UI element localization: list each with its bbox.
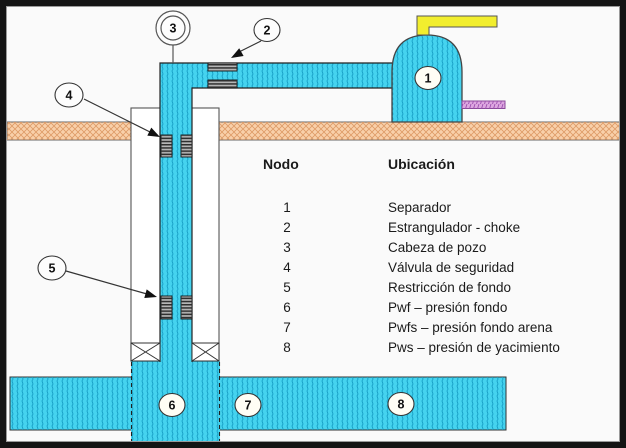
node-label-4: 4 — [66, 89, 73, 103]
node-label-2: 2 — [264, 24, 271, 38]
node-circle-separator: 1 — [414, 65, 442, 91]
arrow-node2-to-choke — [231, 40, 262, 58]
legend-node-location: Estrangulador - choke — [388, 220, 521, 235]
legend-node-location: Restricción de fondo — [388, 280, 512, 295]
legend-row: 6 Pwf – presión fondo — [0, 298, 626, 318]
node-circle-pws: 8 — [387, 391, 415, 417]
packer-right — [191, 342, 220, 362]
node-label-5: 5 — [49, 262, 56, 276]
legend-row: 5 Restricción de fondo — [0, 278, 626, 298]
legend-node-location: Válvula de seguridad — [388, 260, 515, 275]
arrow-node4-to-safety-valve — [83, 98, 160, 137]
wellhead-gauge: 3 — [155, 10, 191, 63]
legend-node-location: Pws – presión de yacimiento — [388, 340, 560, 355]
choke-valve — [207, 62, 238, 89]
legend-row: 1 Separador — [0, 198, 626, 218]
legend-row: 4 Válvula de seguridad — [0, 258, 626, 278]
legend-node-number: 5 — [283, 280, 291, 295]
legend-node-number: 3 — [283, 240, 291, 255]
node-circle-safety-valve: 4 — [54, 82, 84, 108]
ground-surface-right — [218, 121, 623, 141]
legend-row: 2 Estrangulador - choke — [0, 218, 626, 238]
bottom-restriction — [160, 295, 193, 320]
node-label-7: 7 — [245, 399, 252, 413]
legend-node-number: 7 — [283, 320, 291, 335]
reservoir-band — [9, 376, 507, 431]
legend-node-location: Pwfs – presión fondo arena — [388, 320, 553, 335]
legend-node-number: 1 — [283, 200, 291, 215]
legend-node-number: 8 — [283, 340, 291, 355]
ground-surface-left — [6, 121, 132, 141]
packer-left — [130, 342, 161, 362]
node-circle-pwfs: 7 — [234, 392, 262, 418]
legend-header-location: Ubicación — [388, 156, 455, 172]
node-label-3: 3 — [170, 22, 177, 36]
legend-row: 3 Cabeza de pozo — [0, 238, 626, 258]
node-circle-choke: 2 — [253, 17, 281, 43]
liquid-outlet-pipe — [461, 100, 506, 109]
safety-valve — [160, 134, 193, 158]
legend-node-number: 4 — [283, 260, 291, 275]
node-label-8: 8 — [398, 398, 405, 412]
node-label-6: 6 — [169, 399, 176, 413]
node-circle-restriction: 5 — [37, 255, 67, 281]
legend-node-location: Separador — [388, 200, 452, 215]
tubing-and-flowline — [159, 62, 392, 362]
legend-row: 8 Pws – presión de yacimiento — [0, 338, 626, 358]
node-label-1: 1 — [425, 72, 432, 86]
legend-node-number: 2 — [283, 220, 291, 235]
legend-node-number: 6 — [283, 300, 291, 315]
gas-outlet-pipe — [416, 15, 498, 36]
node-circle-pwf: 6 — [158, 392, 186, 418]
legend-row: 7 Pwfs – presión fondo arena — [0, 318, 626, 338]
legend-node-location: Cabeza de pozo — [388, 240, 487, 255]
legend-header-node: Nodo — [263, 156, 299, 172]
legend-node-location: Pwf – presión fondo — [388, 300, 508, 315]
arrow-node5-to-restriction — [65, 270, 157, 298]
